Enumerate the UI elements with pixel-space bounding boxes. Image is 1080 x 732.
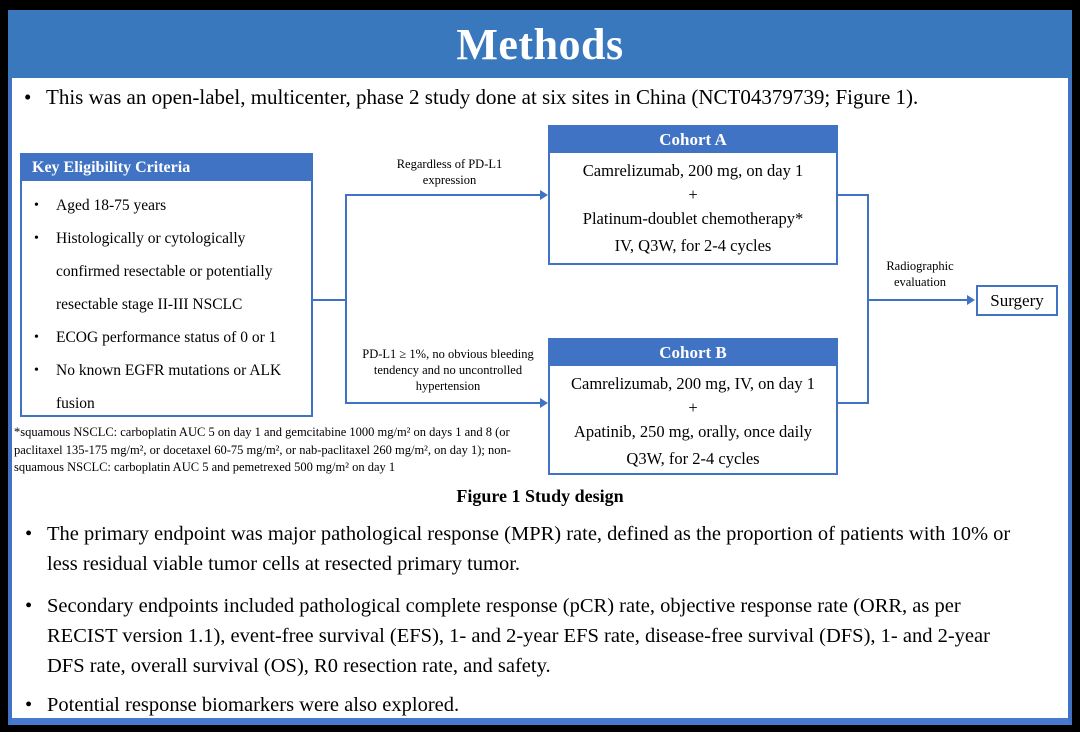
eligibility-header: Key Eligibility Criteria <box>22 155 311 181</box>
eligibility-item-text: ECOG performance status of 0 or 1 <box>56 329 277 346</box>
cohort-a-line: Platinum-doublet chemotherapy* <box>582 209 804 228</box>
connector-to-cohort-a <box>345 194 540 196</box>
eligibility-item-text: Histologically or cytologically confirme… <box>56 230 273 313</box>
endpoint-bullet-primary: The primary endpoint was major pathologi… <box>25 519 1025 579</box>
eligibility-box: Key Eligibility Criteria Aged 18-75 year… <box>20 153 313 417</box>
list-item: No known EGFR mutations or ALK fusion <box>34 354 305 420</box>
evaluation-label: Radiographic evaluation <box>886 259 954 289</box>
figure-caption: Figure 1 Study design <box>456 486 624 506</box>
plus-sign: + <box>688 185 698 204</box>
bullet-icon <box>34 321 56 354</box>
figure-footnote: *squamous NSCLC: carboplatin AUC 5 on da… <box>14 425 511 474</box>
cohort-b-body: Camrelizumab, 200 mg, IV, on day 1 + Apa… <box>550 366 836 472</box>
bullet-icon <box>24 84 46 110</box>
cohort-a-line: Camrelizumab, 200 mg, on day 1 <box>582 161 804 180</box>
cohort-b-line: Apatinib, 250 mg, orally, once daily <box>573 422 813 441</box>
connector-to-cohort-b <box>345 402 540 404</box>
intro-bullet: This was an open-label, multicenter, pha… <box>24 84 1034 110</box>
cohort-a-line: IV, Q3W, for 2-4 cycles <box>614 236 772 255</box>
arrowhead-icon <box>540 398 548 408</box>
bullet-icon <box>34 189 56 222</box>
bullet-icon <box>25 690 47 720</box>
surgery-label: Surgery <box>990 290 1044 310</box>
branch-b-label: PD-L1 ≥ 1%, no obvious bleeding tendency… <box>362 347 534 393</box>
cohort-a-box: Cohort A Camrelizumab, 200 mg, on day 1 … <box>548 125 838 265</box>
list-item: Histologically or cytologically confirme… <box>34 222 305 321</box>
connector-eligibility-out <box>313 299 346 301</box>
bullet-text: Potential response biomarkers were also … <box>47 694 460 716</box>
intro-bullet-text: This was an open-label, multicenter, pha… <box>46 85 919 109</box>
eligibility-item-text: No known EGFR mutations or ALK fusion <box>56 362 282 412</box>
endpoint-bullet-biomarkers: Potential response biomarkers were also … <box>25 690 1025 720</box>
cohort-b-line: Q3W, for 2-4 cycles <box>626 449 760 468</box>
cohort-b-header: Cohort B <box>550 340 836 366</box>
connector-cohort-a-out <box>838 194 869 196</box>
cohort-b-box: Cohort B Camrelizumab, 200 mg, IV, on da… <box>548 338 838 475</box>
cohort-b-line: Camrelizumab, 200 mg, IV, on day 1 <box>571 374 815 393</box>
connector-cohort-b-out <box>838 402 869 404</box>
bullet-text: The primary endpoint was major pathologi… <box>47 523 1011 575</box>
eligibility-item-text: Aged 18-75 years <box>56 197 167 214</box>
bullet-icon <box>25 591 47 621</box>
surgery-box: Surgery <box>976 285 1058 316</box>
cohort-a-header: Cohort A <box>550 127 836 153</box>
branch-a-label: Regardless of PD-L1 expression <box>396 157 503 187</box>
connector-to-surgery <box>867 299 968 301</box>
list-item: Aged 18-75 years <box>34 189 305 222</box>
bullet-icon <box>34 354 56 420</box>
plus-sign: + <box>688 398 698 417</box>
bullet-icon <box>25 519 47 549</box>
bullet-icon <box>34 222 56 321</box>
cohort-a-body: Camrelizumab, 200 mg, on day 1 + Platinu… <box>550 153 836 259</box>
eligibility-list: Aged 18-75 years Histologically or cytol… <box>22 181 311 420</box>
arrowhead-icon <box>540 190 548 200</box>
endpoint-bullet-secondary: Secondary endpoints included pathologica… <box>25 591 1025 681</box>
list-item: ECOG performance status of 0 or 1 <box>34 321 305 354</box>
arrowhead-icon <box>967 295 975 305</box>
bullet-text: Secondary endpoints included pathologica… <box>47 595 990 677</box>
title-bar: Methods <box>8 10 1072 78</box>
branch-split-line <box>345 194 347 404</box>
page-title: Methods <box>456 19 624 69</box>
